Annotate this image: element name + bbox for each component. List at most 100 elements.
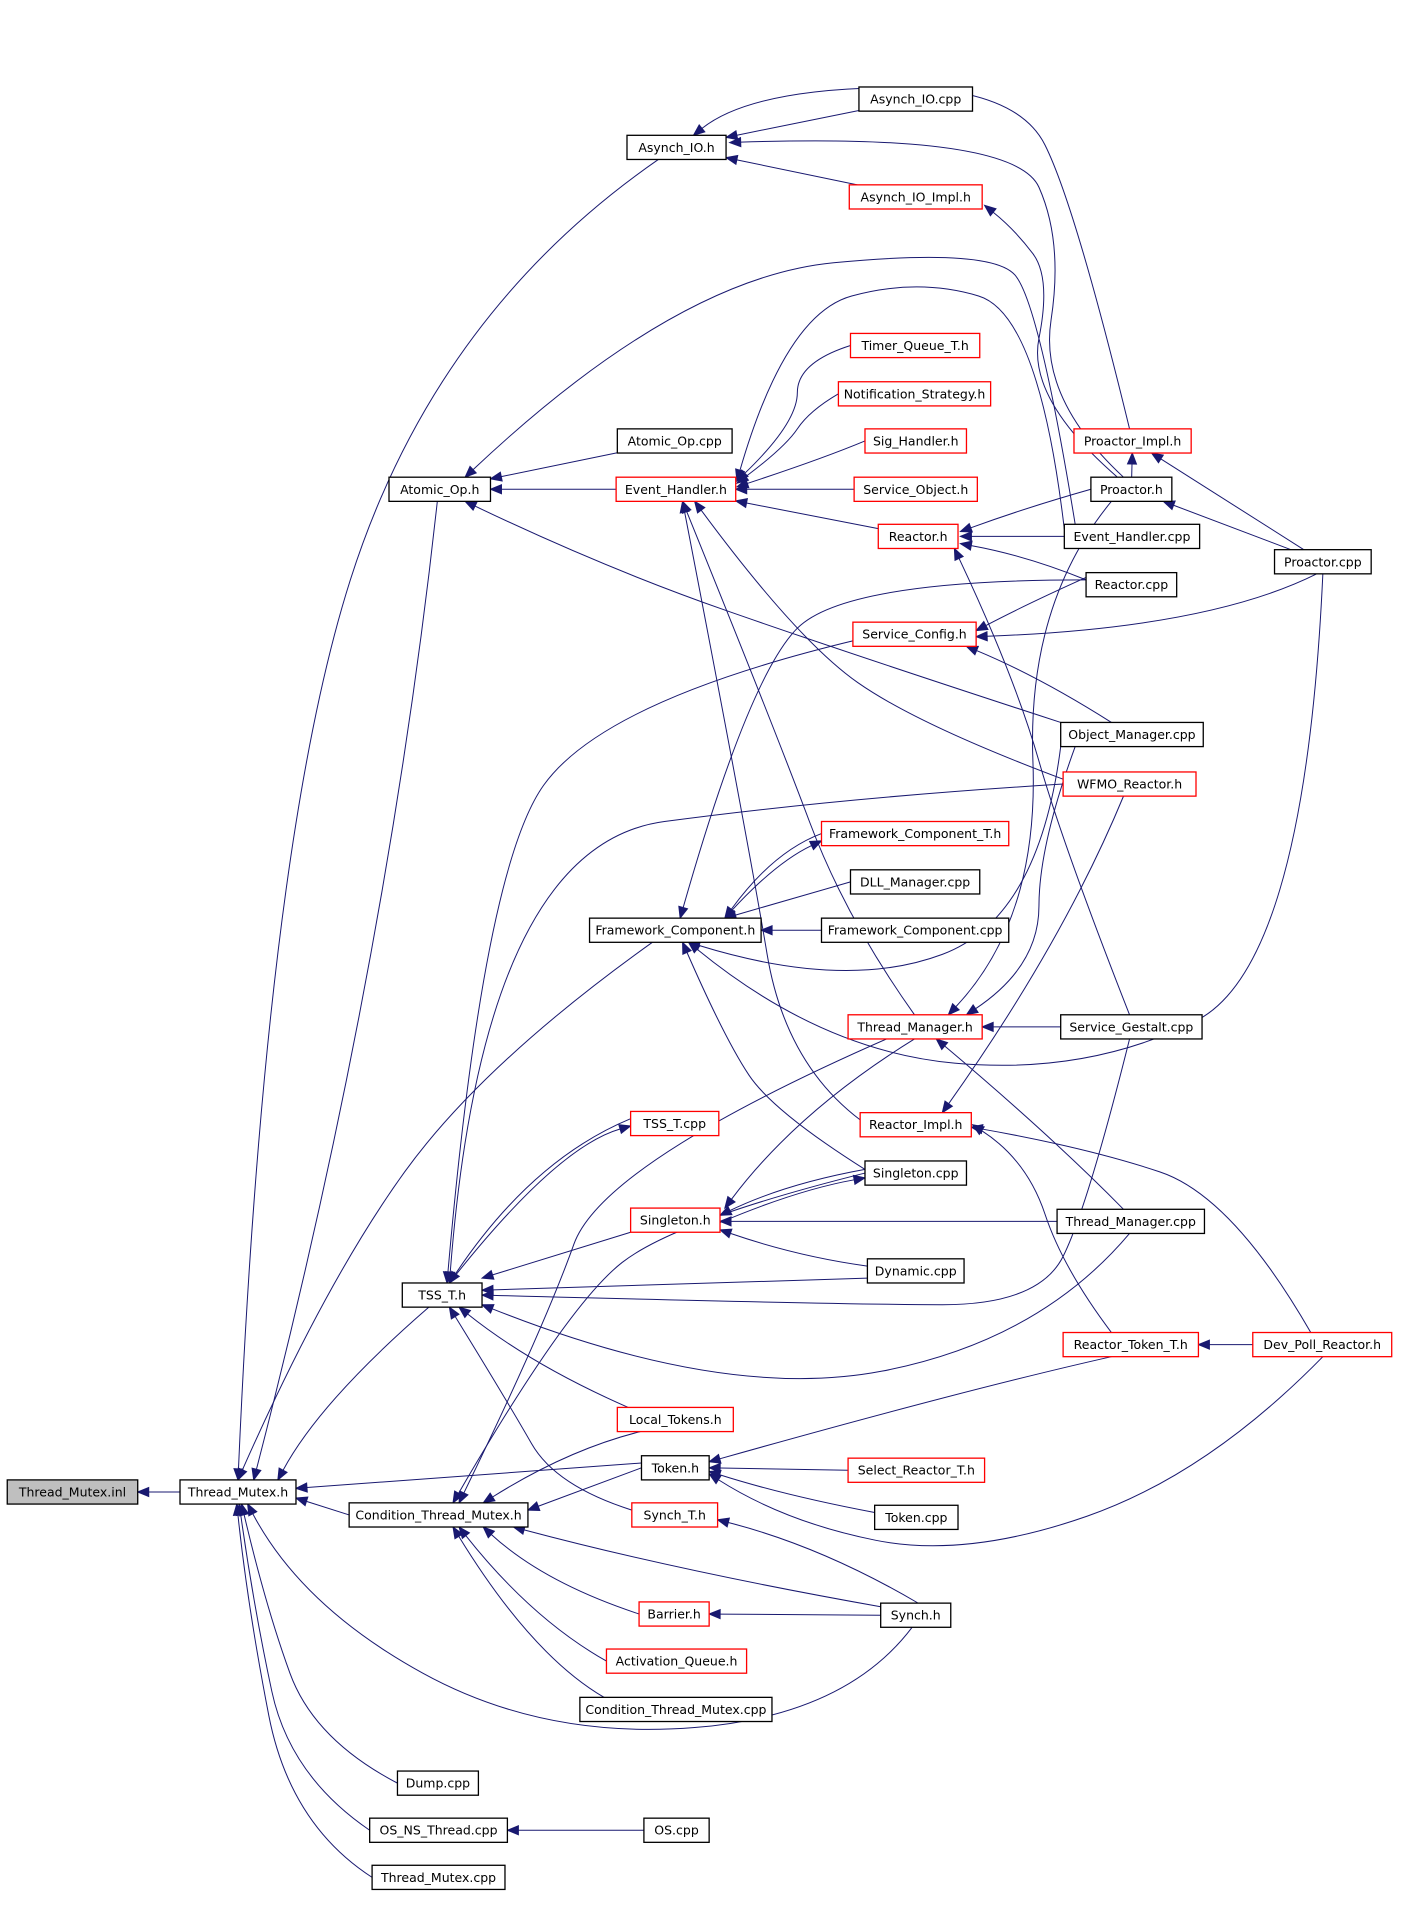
node-box[interactable] (859, 1111, 972, 1138)
node-service-gestalt-cpp[interactable]: Service_Gestalt.cpp (1060, 1014, 1203, 1040)
node-reactor-token-t-h[interactable]: Reactor_Token_T.h (1062, 1331, 1200, 1358)
node-dynamic-cpp[interactable]: Dynamic.cpp (866, 1258, 965, 1284)
node-thread-mutex-inl[interactable]: Thread_Mutex.inl (6, 1479, 139, 1505)
node-box[interactable] (858, 86, 974, 112)
node-box[interactable] (396, 1770, 480, 1796)
node-box[interactable] (1273, 549, 1372, 575)
node-tss-t-cpp[interactable]: TSS_T.cpp (629, 1110, 720, 1137)
node-box[interactable] (629, 1110, 720, 1137)
node-box[interactable] (640, 1455, 710, 1481)
node-local-tokens-h[interactable]: Local_Tokens.h (616, 1406, 734, 1433)
node-box[interactable] (1062, 1331, 1200, 1358)
node-asynch-io-h[interactable]: Asynch_IO.h (626, 134, 727, 161)
node-box[interactable] (880, 1602, 952, 1628)
node-singleton-h[interactable]: Singleton.h (629, 1207, 721, 1233)
node-box[interactable] (369, 1817, 509, 1843)
node-box[interactable] (605, 1648, 748, 1674)
node-asynch-io-cpp[interactable]: Asynch_IO.cpp (858, 86, 974, 112)
node-box[interactable] (6, 1479, 139, 1505)
node-box[interactable] (864, 1160, 968, 1186)
node-thread-manager-cpp[interactable]: Thread_Manager.cpp (1056, 1208, 1206, 1235)
node-box[interactable] (371, 1864, 506, 1891)
node-timer-queue-t-h[interactable]: Timer_Queue_T.h (849, 332, 981, 359)
node-box[interactable] (847, 1457, 986, 1483)
node-box[interactable] (1085, 571, 1178, 598)
node-box[interactable] (388, 476, 492, 503)
node-reactor-h[interactable]: Reactor.h (877, 523, 959, 550)
node-event-handler-cpp[interactable]: Event_Handler.cpp (1063, 523, 1201, 550)
node-reactor-cpp[interactable]: Reactor.cpp (1085, 571, 1178, 598)
node-condition-thread-mutex-h[interactable]: Condition_Thread_Mutex.h (348, 1502, 529, 1528)
node-box[interactable] (874, 1504, 959, 1531)
node-box[interactable] (820, 917, 1010, 943)
node-token-cpp[interactable]: Token.cpp (874, 1504, 959, 1531)
node-proactor-impl-h[interactable]: Proactor_Impl.h (1073, 428, 1192, 454)
node-box[interactable] (631, 1502, 719, 1528)
node-box[interactable] (401, 1282, 483, 1308)
node-box[interactable] (626, 134, 727, 161)
node-wfmo-reactor-h[interactable]: WFMO_Reactor.h (1062, 771, 1197, 797)
node-os-ns-thread-cpp[interactable]: OS_NS_Thread.cpp (369, 1817, 509, 1843)
node-synch-h[interactable]: Synch.h (880, 1602, 952, 1628)
node-proactor-cpp[interactable]: Proactor.cpp (1273, 549, 1372, 575)
node-dump-cpp[interactable]: Dump.cpp (396, 1770, 480, 1796)
node-thread-mutex-cpp[interactable]: Thread_Mutex.cpp (371, 1864, 506, 1891)
node-box[interactable] (848, 184, 983, 210)
node-box[interactable] (837, 381, 992, 407)
node-select-reactor-t-h[interactable]: Select_Reactor_T.h (847, 1457, 986, 1483)
node-box[interactable] (615, 476, 737, 503)
node-box[interactable] (588, 917, 762, 943)
node-notification-strategy-h[interactable]: Notification_Strategy.h (837, 381, 992, 407)
node-box[interactable] (849, 869, 981, 895)
node-box[interactable] (348, 1502, 529, 1528)
node-asynch-io-impl-h[interactable]: Asynch_IO_Impl.h (848, 184, 983, 210)
node-box[interactable] (643, 1817, 710, 1843)
node-framework-component-t-h[interactable]: Framework_Component_T.h (820, 820, 1010, 847)
node-box[interactable] (179, 1479, 297, 1505)
node-box[interactable] (1252, 1331, 1393, 1358)
node-object-manager-cpp[interactable]: Object_Manager.cpp (1060, 721, 1204, 748)
node-box[interactable] (1056, 1208, 1206, 1235)
node-box[interactable] (1060, 721, 1204, 748)
node-thread-mutex-h[interactable]: Thread_Mutex.h (179, 1479, 297, 1505)
node-atomic-op-cpp[interactable]: Atomic_Op.cpp (616, 428, 733, 454)
node-box[interactable] (877, 523, 959, 550)
node-dll-manager-cpp[interactable]: DLL_Manager.cpp (849, 869, 981, 895)
node-proactor-h[interactable]: Proactor.h (1090, 476, 1173, 503)
node-box[interactable] (579, 1696, 773, 1723)
node-sig-handler-h[interactable]: Sig_Handler.h (864, 428, 968, 454)
node-service-object-h[interactable]: Service_Object.h (853, 476, 978, 503)
node-event-handler-h[interactable]: Event_Handler.h (615, 476, 737, 503)
node-box[interactable] (853, 476, 978, 503)
node-box[interactable] (638, 1601, 710, 1627)
node-box[interactable] (849, 332, 981, 359)
node-synch-t-h[interactable]: Synch_T.h (631, 1502, 719, 1528)
node-box[interactable] (1062, 771, 1197, 797)
node-dev-poll-reactor-h[interactable]: Dev_Poll_Reactor.h (1252, 1331, 1393, 1358)
node-box[interactable] (629, 1207, 721, 1233)
node-thread-manager-h[interactable]: Thread_Manager.h (847, 1014, 983, 1040)
node-activation-queue-h[interactable]: Activation_Queue.h (605, 1648, 748, 1674)
node-atomic-op-h[interactable]: Atomic_Op.h (388, 476, 492, 503)
node-os-cpp[interactable]: OS.cpp (643, 1817, 710, 1843)
node-box[interactable] (864, 428, 968, 454)
node-box[interactable] (852, 621, 977, 647)
node-box[interactable] (1063, 523, 1201, 550)
node-service-config-h[interactable]: Service_Config.h (852, 621, 977, 647)
node-box[interactable] (1073, 428, 1192, 454)
node-barrier-h[interactable]: Barrier.h (638, 1601, 710, 1627)
node-token-h[interactable]: Token.h (640, 1455, 710, 1481)
node-box[interactable] (820, 820, 1010, 847)
node-box[interactable] (1090, 476, 1173, 503)
node-box[interactable] (847, 1014, 983, 1040)
node-box[interactable] (1060, 1014, 1203, 1040)
node-framework-component-h[interactable]: Framework_Component.h (588, 917, 762, 943)
node-condition-thread-mutex-cpp[interactable]: Condition_Thread_Mutex.cpp (579, 1696, 773, 1723)
node-framework-component-cpp[interactable]: Framework_Component.cpp (820, 917, 1010, 943)
node-box[interactable] (616, 1406, 734, 1433)
node-box[interactable] (616, 428, 733, 454)
node-tss-t-h[interactable]: TSS_T.h (401, 1282, 483, 1308)
node-box[interactable] (866, 1258, 965, 1284)
node-singleton-cpp[interactable]: Singleton.cpp (864, 1160, 968, 1186)
node-reactor-impl-h[interactable]: Reactor_Impl.h (859, 1111, 972, 1138)
